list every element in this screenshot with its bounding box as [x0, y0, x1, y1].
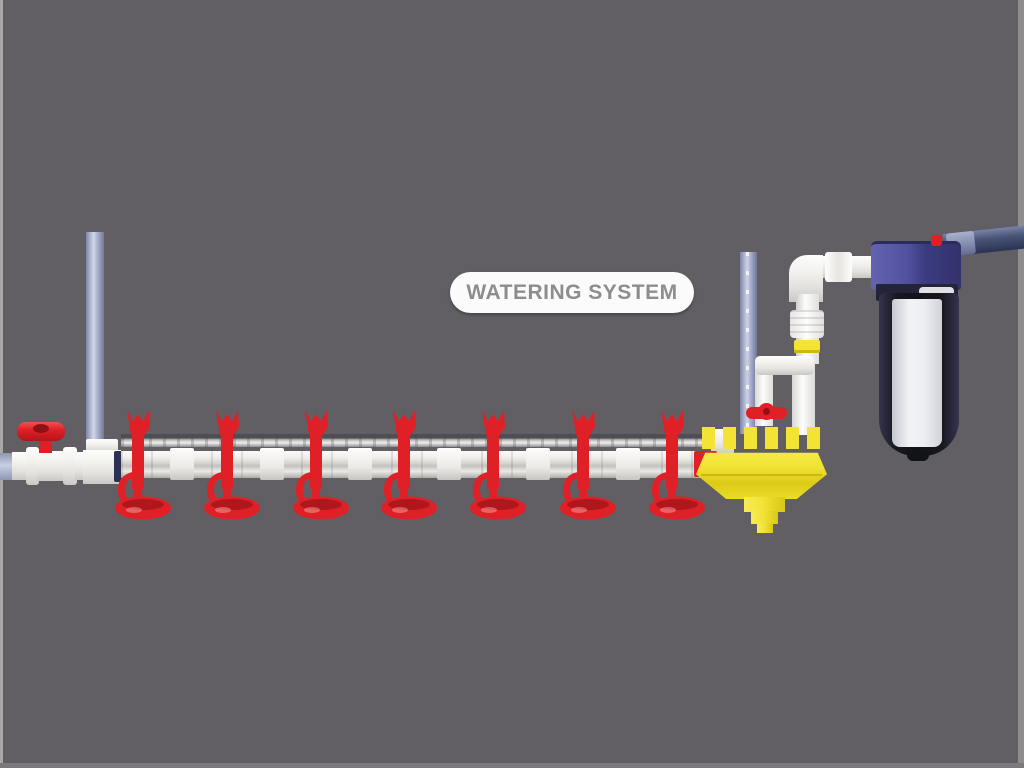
drinker-nipple — [668, 489, 676, 498]
nipple-drinker — [204, 410, 260, 520]
drip-cup-arm — [472, 472, 490, 509]
valve-stem — [39, 439, 52, 453]
drip-cup-rim — [567, 499, 609, 510]
drinker-nipple — [312, 489, 320, 498]
pipe-adapter-ring — [114, 451, 123, 482]
pipe-coupling — [348, 448, 372, 480]
collar-highlight — [919, 287, 954, 296]
drinker-body — [398, 427, 410, 489]
drinker-body — [577, 427, 589, 489]
image-edge-right — [1018, 0, 1024, 768]
drinker-nipple — [134, 489, 142, 498]
drip-cup-rim — [211, 499, 253, 510]
regulator-stem-mid — [751, 511, 778, 524]
valve-flange-right — [63, 447, 77, 485]
nipple-drinker — [649, 410, 705, 520]
nipple-drinker — [470, 410, 526, 520]
pressure-relief-button — [931, 235, 942, 246]
drinker-body — [487, 427, 499, 489]
filter-drain-nub — [907, 452, 929, 461]
yellow-adapter-ring — [794, 340, 820, 353]
drinker-body — [132, 427, 144, 489]
drip-cup-arm — [383, 472, 401, 509]
regulator-stem — [744, 497, 785, 512]
caption-pill: WATERING SYSTEM — [450, 272, 694, 313]
ball-valve-body — [37, 451, 65, 481]
regulator-crown — [702, 427, 824, 449]
pipe-coupling — [437, 448, 461, 480]
filter-head — [871, 241, 961, 290]
drip-cup-highlight — [304, 507, 320, 513]
image-edge-bottom — [0, 763, 1024, 768]
drip-cup-arm — [651, 472, 669, 509]
valve-flange-left — [26, 447, 39, 485]
nipple-drinker — [381, 410, 437, 520]
drip-cup-highlight — [571, 507, 587, 513]
drip-cup-rim — [300, 499, 342, 510]
drip-cup-rim — [477, 499, 519, 510]
nipple-drinker — [560, 410, 616, 520]
drip-cup-arm — [295, 472, 313, 509]
nipple-drinker — [115, 410, 171, 520]
pipe-coupling — [170, 448, 194, 480]
anti-roost-rail — [121, 434, 728, 447]
drinker-nipple — [223, 489, 231, 498]
drip-cup-highlight — [126, 507, 142, 513]
drinker-nipple — [489, 489, 497, 498]
nipple-drinker — [293, 410, 349, 520]
drinker-nipple — [579, 489, 587, 498]
drip-cup-highlight — [660, 507, 676, 513]
regulator-sight-tube — [740, 252, 757, 434]
union-coupling — [790, 310, 824, 338]
pipe-coupling — [260, 448, 284, 480]
bypass-right-leg — [792, 362, 815, 435]
drip-cup-highlight — [481, 507, 497, 513]
drip-cup-rim — [388, 499, 430, 510]
regulator-stem-tip — [757, 523, 773, 533]
drip-cup-highlight — [215, 507, 231, 513]
drinker-body — [221, 427, 233, 489]
drip-cup-rim — [656, 499, 698, 510]
bypass-bridge — [755, 356, 814, 375]
pressure-regulator-dome — [696, 452, 827, 499]
drinker-nipple — [400, 489, 408, 498]
supply-coupling-nut — [825, 252, 852, 282]
water-inlet-pipe — [0, 453, 15, 480]
valve-red-handle — [17, 422, 65, 441]
drip-cup-rim — [122, 499, 164, 510]
drip-cup-arm — [117, 472, 135, 509]
caption-text: WATERING SYSTEM — [466, 280, 678, 304]
drinker-body — [310, 427, 322, 489]
image-edge-left — [0, 0, 3, 768]
drinker-body — [666, 427, 678, 489]
drip-cup-arm — [562, 472, 580, 509]
drip-cup-arm — [206, 472, 224, 509]
mini-valve-knob — [758, 403, 775, 420]
tee-collar — [86, 439, 118, 453]
pipe-coupling — [526, 448, 550, 480]
drip-cup-highlight — [392, 507, 408, 513]
riser-standpipe — [86, 232, 104, 444]
pipe-coupling — [616, 448, 640, 480]
filter-cartridge — [892, 299, 942, 447]
